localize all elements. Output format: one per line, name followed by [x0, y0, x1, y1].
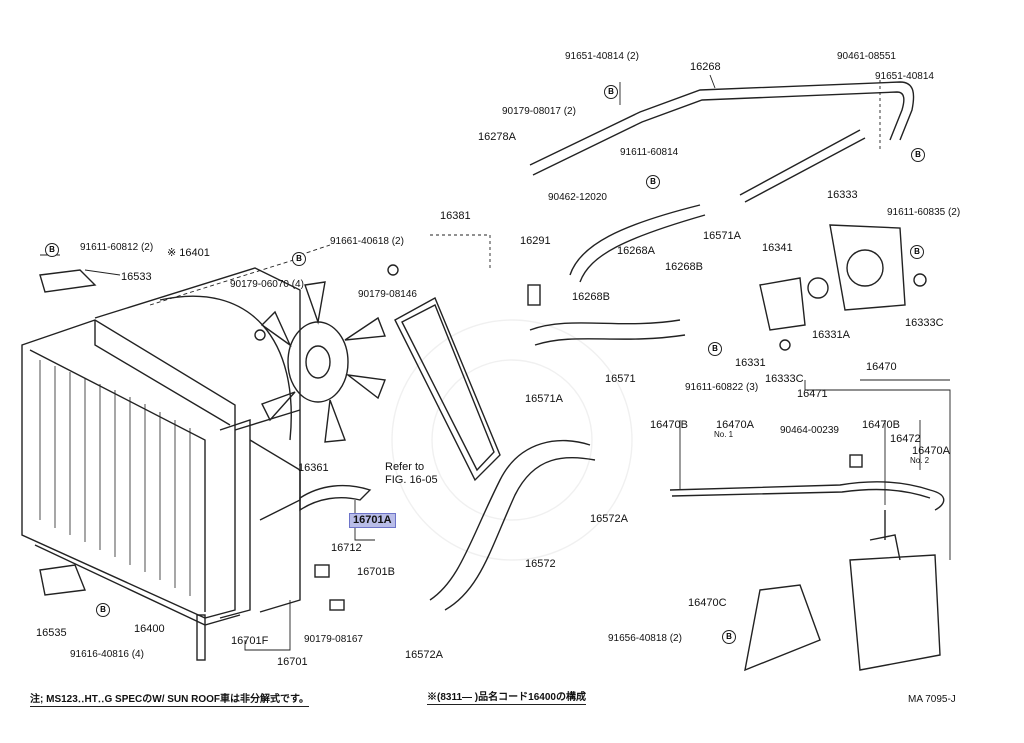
radiator-hose-lower [429, 439, 596, 611]
part-label: 16535 [36, 627, 67, 639]
part-label: 91611-60812 (2) [80, 242, 154, 253]
bolt-marker-b: B [646, 175, 660, 189]
part-label: 91651-40814 [875, 71, 934, 82]
bolt-marker-b: B [708, 342, 722, 356]
part-label: 16571A [525, 393, 563, 405]
v-belt [394, 297, 501, 482]
part-label: 91611-60814 [620, 147, 679, 158]
cooling-fan [260, 281, 386, 443]
part-label: 16470 [866, 361, 897, 373]
bolt-marker-b: B [45, 243, 59, 257]
bolt-marker-b: B [911, 148, 925, 162]
part-label: 16572A [405, 649, 443, 661]
part-label: 16701 [277, 656, 308, 668]
reserve-tank [849, 510, 941, 671]
part-label: 16572 [525, 558, 556, 570]
part-label: 90179-08017 (2) [502, 106, 576, 117]
part-label: FIG. 16-05 [385, 474, 438, 486]
thermostat-16331A [807, 277, 829, 299]
part-label: 91611-60835 (2) [887, 207, 961, 218]
radiator-hose-upper [529, 319, 686, 346]
part-label: 91611-60822 (3) [685, 382, 759, 393]
part-label: 91651-40814 (2) [565, 51, 639, 62]
footnote-center: ※(8311— )品名コード16400の構成 [427, 688, 586, 705]
part-label: 16471 [797, 388, 828, 400]
highlighted-part-16701A[interactable]: 16701A [349, 513, 396, 528]
part-label: 16533 [121, 271, 152, 283]
part-label: 16333 [827, 189, 858, 201]
part-label: 16341 [762, 242, 793, 254]
part-label: 16701B [357, 566, 395, 578]
part-label: 16470B [862, 419, 900, 431]
part-label: 16400 [134, 623, 165, 635]
part-label: No. 1 [714, 430, 734, 439]
bolt-marker-b: B [292, 252, 306, 266]
part-label: 90461-08551 [837, 51, 896, 62]
part-label: 16331A [812, 329, 850, 341]
part-label: 90179-08167 [304, 634, 363, 645]
part-label: 16268A [617, 245, 655, 257]
part-label: 16470B [650, 419, 688, 431]
part-label: 16331 [735, 357, 766, 369]
part-label: 16472 [890, 433, 921, 445]
part-label: 16470A [912, 445, 950, 457]
part-label: 16268B [665, 261, 703, 273]
part-label: 16712 [331, 542, 362, 554]
part-label: 16572A [590, 513, 628, 525]
part-label: 16333C [905, 317, 944, 329]
part-label: 16381 [440, 210, 471, 222]
part-label: 16268 [690, 61, 721, 73]
part-label: 16470A [716, 419, 754, 431]
radiator-core [21, 319, 251, 626]
bypass-pipe [529, 81, 915, 203]
part-label: ※ 16401 [167, 247, 210, 259]
part-label: 90462-12020 [548, 192, 607, 203]
part-label: 16291 [520, 235, 551, 247]
bolt-marker-b: B [604, 85, 618, 99]
bolt-marker-b: B [910, 245, 924, 259]
part-label: 91656-40818 (2) [608, 633, 682, 644]
bolt-marker-b: B [96, 603, 110, 617]
part-label: No. 2 [910, 456, 930, 465]
footnote-left: 注; MS123‥HT‥G SPECのW/ SUN ROOF車は非分解式です。 [30, 690, 310, 707]
part-label: 91616-40816 (4) [70, 649, 144, 660]
diagram-reference-code: MA 7095-J [908, 694, 956, 705]
part-label: 16701F [231, 635, 269, 647]
part-label: 90179-08146 [358, 289, 417, 300]
part-label: Refer to [385, 461, 425, 473]
part-label: 90464-00239 [780, 425, 839, 436]
water-outlet-16333 [829, 224, 906, 311]
bolt-marker-b: B [722, 630, 736, 644]
part-label: 16571 [605, 373, 636, 385]
fan-shroud [94, 267, 301, 613]
part-label: 16333C [765, 373, 804, 385]
part-label: 16361 [298, 462, 329, 474]
part-label: 91661-40618 (2) [330, 236, 404, 247]
part-label: 16571A [703, 230, 741, 242]
part-label: 90179-06070 (4) [230, 279, 304, 290]
watermark-emblem [391, 319, 633, 561]
part-label: 16278A [478, 131, 516, 143]
part-label: 16268B [572, 291, 610, 303]
part-label: 16470C [688, 597, 727, 609]
